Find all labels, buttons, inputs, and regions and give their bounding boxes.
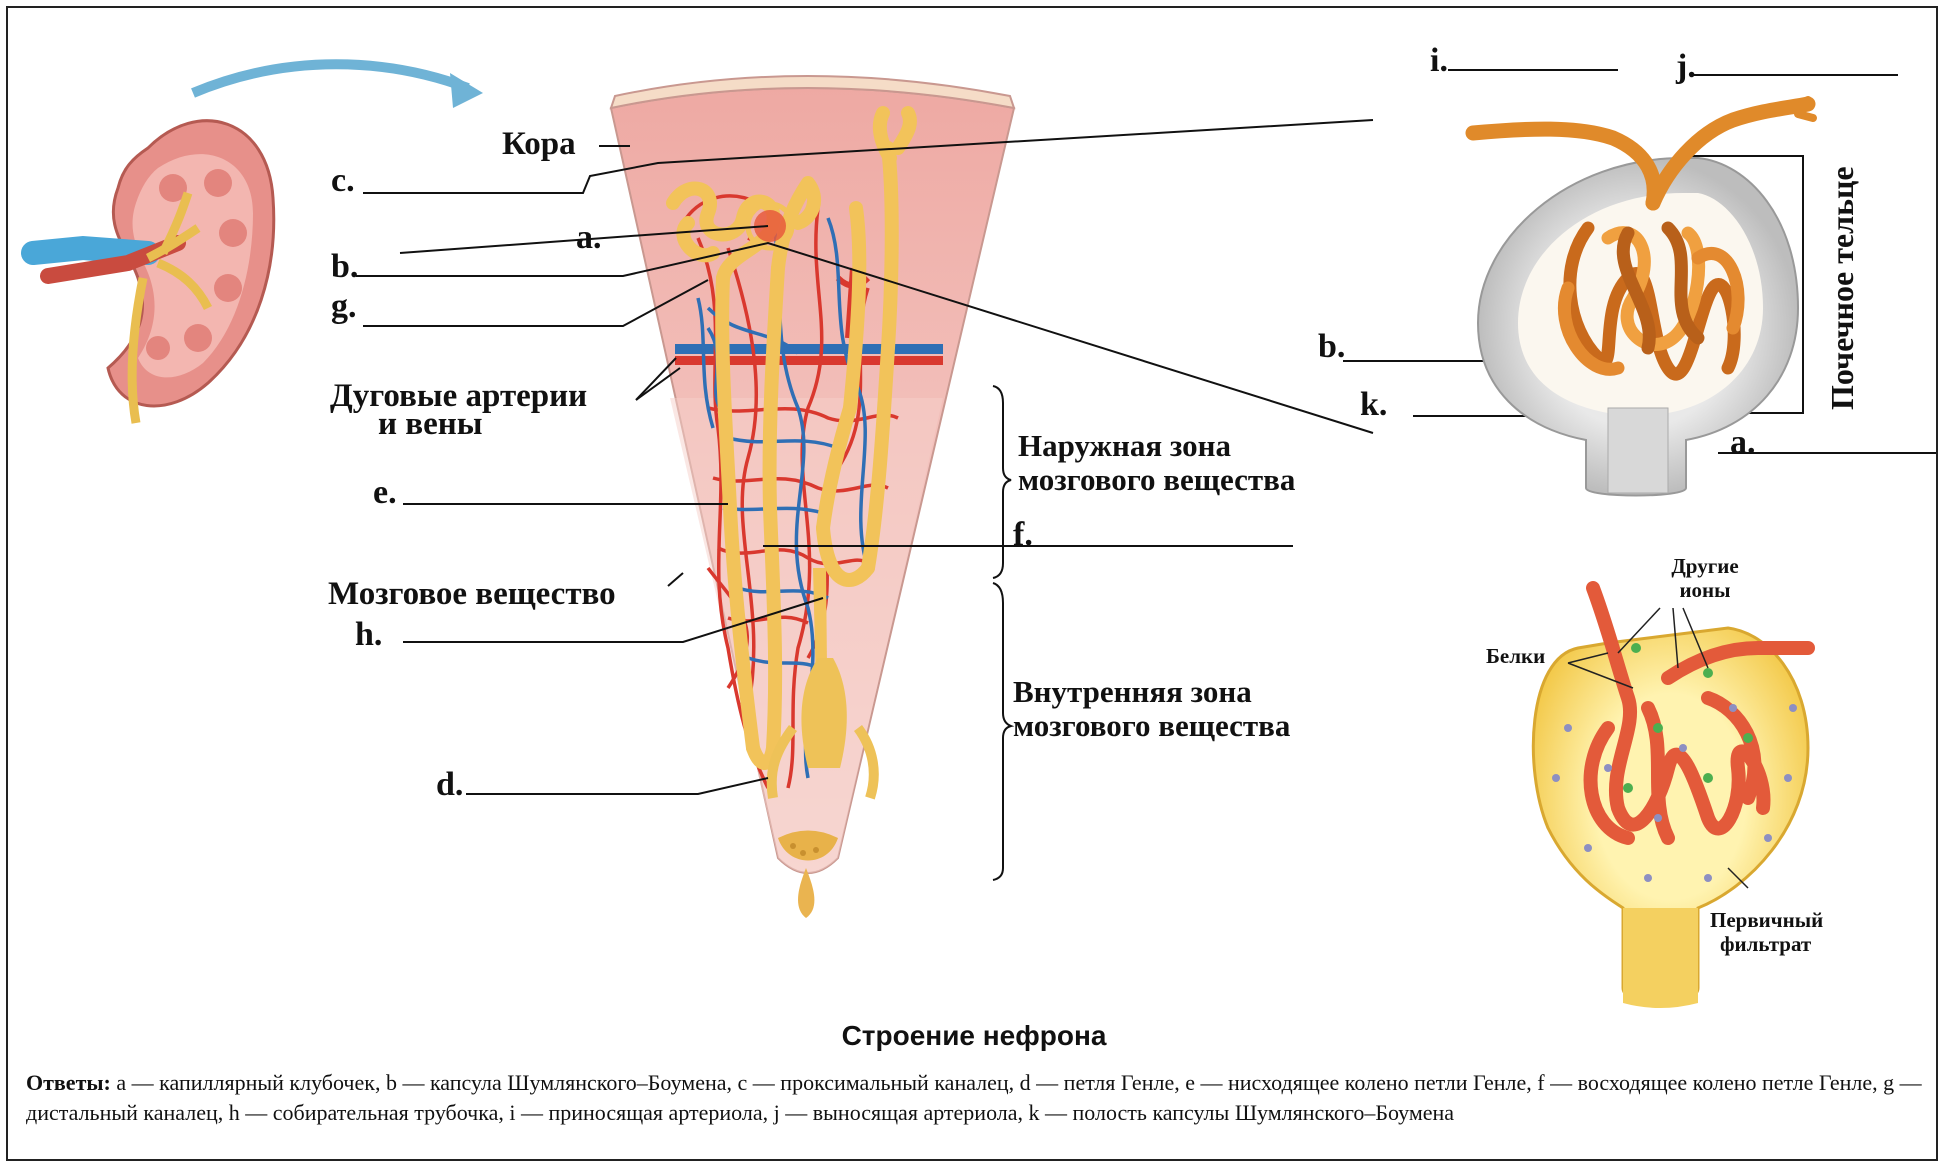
renal-corpuscle-label: Почечное тельце	[1824, 166, 1861, 410]
answers-body: a — капиллярный клубочек, b — капсула Шу…	[26, 1070, 1922, 1125]
other-ions-label-line1: Другие	[1660, 556, 1750, 577]
letter-c: c.	[331, 164, 355, 198]
letter-f: f.	[1013, 518, 1033, 552]
letter-e: e.	[373, 476, 397, 510]
primary-filtrate-label-line2: фильтрат	[1720, 934, 1811, 955]
letter-i: i.	[1430, 44, 1448, 78]
figure-caption: Строение нефрона	[8, 1020, 1938, 1052]
letter-b-corpuscle: b.	[1318, 330, 1345, 364]
letter-h: h.	[355, 618, 382, 652]
answers-prefix: Ответы:	[26, 1070, 111, 1095]
answers-text: Ответы: a — капиллярный клубочек, b — ка…	[26, 1068, 1931, 1128]
other-ions-label-line2: ионы	[1660, 580, 1750, 601]
outer-zone-label-line1: Наружная зона	[1018, 430, 1231, 461]
medulla-label: Мозговое вещество	[328, 578, 616, 611]
letter-d: d.	[436, 768, 463, 802]
letter-a-wedge: a.	[576, 221, 602, 255]
kidney-overview	[33, 64, 483, 423]
arc-vessels-label-line2: и вены	[378, 408, 483, 441]
letter-k: k.	[1360, 388, 1387, 422]
letter-j: j.	[1676, 50, 1696, 84]
renal-wedge	[611, 76, 1014, 918]
letter-g: g.	[331, 290, 357, 324]
cortex-label: Кора	[502, 128, 576, 161]
outer-zone-label-line2: мозгового вещества	[1018, 464, 1295, 495]
primary-filtrate-label-line1: Первичный	[1710, 910, 1823, 931]
letter-a-corpuscle: a.	[1730, 426, 1756, 460]
proteins-label: Белки	[1486, 646, 1545, 667]
diagram-artwork	[8, 8, 1938, 1161]
inner-zone-label-line2: мозгового вещества	[1013, 710, 1290, 741]
letter-b-wedge: b.	[331, 250, 358, 284]
renal-corpuscle-illustration	[1473, 100, 1813, 496]
diagram-frame: Кора Дуговые артерии и вены Мозговое вещ…	[6, 6, 1938, 1161]
inner-zone-label-line1: Внутренняя зона	[1013, 676, 1252, 707]
